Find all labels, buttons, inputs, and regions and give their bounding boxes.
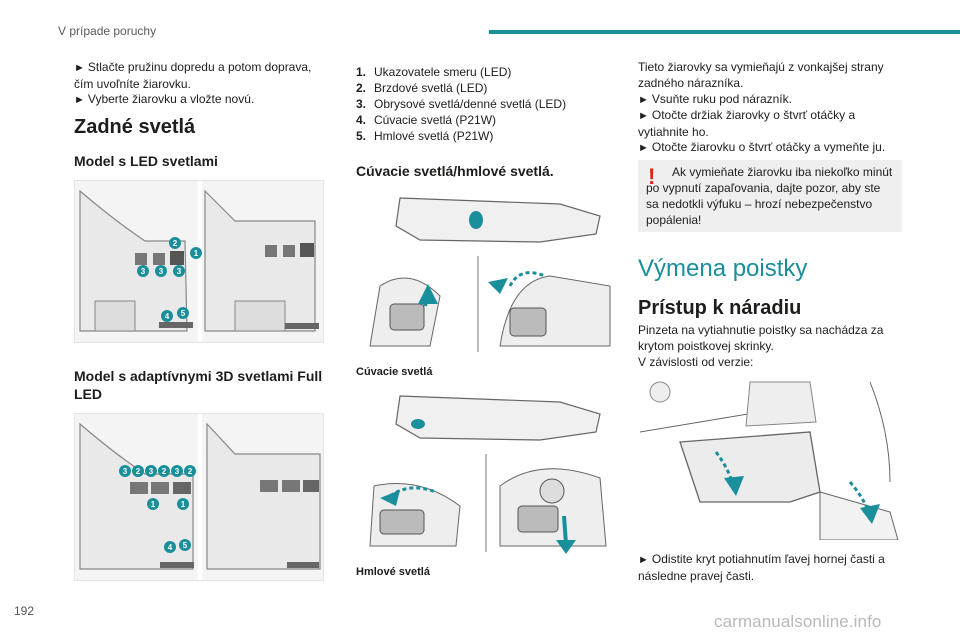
badge-3d-3c: 3 — [175, 467, 180, 476]
step-3: ►Otočte žiarovku o štvrť otáčky a vymeňt… — [638, 140, 886, 154]
caption-reverse-light: Cúvacie svetlá — [356, 366, 433, 378]
warning-icon: ! — [648, 164, 656, 189]
subheading-tool-access: Prístup k náradiu — [638, 297, 802, 319]
list-item: 2.Brzdové svetlá (LED) — [356, 81, 488, 95]
list-item: 1.Ukazovatele smeru (LED) — [356, 65, 512, 79]
badge-led-5: 5 — [181, 309, 186, 318]
watermark: carmanualsonline.info — [714, 612, 882, 631]
header-title: V prípade poruchy — [58, 24, 157, 38]
header-bar — [489, 30, 960, 34]
badge-led-3b: 3 — [159, 267, 164, 276]
intro-step-1: ►Stlačte pružinu dopredu a potom doprava… — [74, 60, 312, 91]
badge-3d-1a: 1 — [151, 500, 156, 509]
light-legend-list: 1.Ukazovatele smeru (LED) 2.Brzdové svet… — [356, 64, 566, 144]
badge-led-2: 2 — [173, 239, 178, 248]
badge-3d-2b: 2 — [162, 467, 167, 476]
arrow-icon: ► — [638, 554, 649, 566]
step-4: ►Odistite kryt potiahnutím ľavej hornej … — [638, 552, 885, 583]
paragraph-tweezers: Pinzeta na vytiahnutie poistky sa nachád… — [638, 323, 884, 353]
step-2: ►Otočte držiak žiarovky o štvrť otáčky a… — [638, 108, 856, 139]
page-number: 192 — [14, 604, 35, 618]
badge-3d-5: 5 — [183, 541, 188, 550]
subheading-3d-led: Model s adaptívnymi 3D svetlami Full LED — [74, 368, 323, 402]
badge-led-4: 4 — [165, 312, 170, 321]
badge-3d-1b: 1 — [181, 500, 186, 509]
arrow-icon: ► — [638, 142, 649, 154]
arrow-icon: ► — [74, 62, 85, 74]
list-item: 3.Obrysové svetlá/denné svetlá (LED) — [356, 97, 567, 111]
badge-3d-3b: 3 — [149, 467, 154, 476]
figure-fuse-cover — [640, 372, 902, 540]
figure-led-rear-lights: 2 1 3 3 3 4 5 — [74, 180, 324, 343]
badge-3d-2c: 2 — [188, 467, 193, 476]
intro-step-2: ►Vyberte žiarovku a vložte novú. — [74, 92, 255, 106]
warning-text: Ak vymieňate žiarovku iba niekoľko minút… — [646, 165, 893, 227]
paragraph-bumper: Tieto žiarovky sa vymieňajú z vonkajšej … — [638, 60, 884, 90]
subheading-reverse-fog: Cúvacie svetlá/hmlové svetlá. — [356, 163, 554, 179]
arrow-icon: ► — [638, 94, 649, 106]
badge-3d-3a: 3 — [123, 467, 128, 476]
step-1: ►Vsuňte ruku pod nárazník. — [638, 92, 792, 106]
caption-fog-light: Hmlové svetlá — [356, 566, 430, 578]
figure-fog-light — [360, 386, 616, 556]
badge-3d-4: 4 — [168, 543, 173, 552]
badge-led-1: 1 — [194, 249, 199, 258]
badge-3d-2a: 2 — [136, 467, 141, 476]
paragraph-version: V závislosti od verzie: — [638, 355, 754, 369]
figure-reverse-light — [360, 186, 616, 354]
badge-led-3a: 3 — [141, 267, 146, 276]
subheading-led: Model s LED svetlami — [74, 153, 218, 169]
section-title-fuse: Výmena poistky — [638, 255, 808, 282]
badge-led-3c: 3 — [177, 267, 182, 276]
arrow-icon: ► — [74, 94, 85, 106]
section-title-rear-lights: Zadné svetlá — [74, 116, 196, 138]
warning-box: ! Ak vymieňate žiarovku iba niekoľko min… — [638, 160, 902, 232]
list-item: 4.Cúvacie svetlá (P21W) — [356, 113, 497, 127]
arrow-icon: ► — [638, 110, 649, 122]
figure-3d-led-rear-lights: 3 2 3 2 3 2 1 1 4 5 — [74, 413, 324, 581]
list-item: 5.Hmlové svetlá (P21W) — [356, 129, 494, 143]
